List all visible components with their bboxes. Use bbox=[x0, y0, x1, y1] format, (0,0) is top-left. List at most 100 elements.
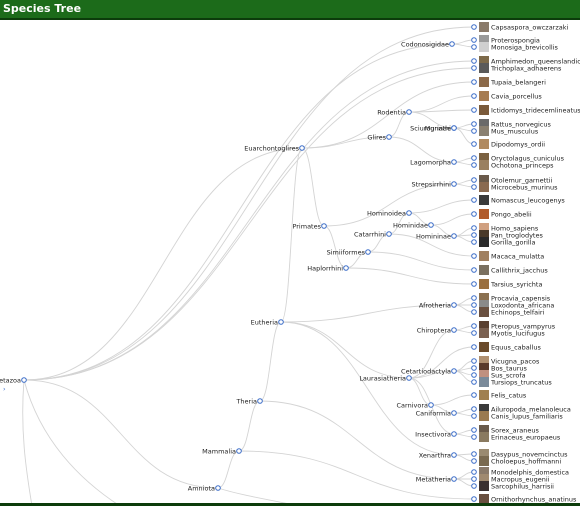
internal-node-haplorrhini[interactable]: Haplorrhini bbox=[307, 264, 349, 272]
internal-node-strepsirrhini[interactable]: Strepsirrhini bbox=[412, 180, 457, 188]
leaf-node-circle[interactable] bbox=[471, 44, 477, 50]
leaf-Trichoplax_adhaerens[interactable]: Trichoplax_adhaerens bbox=[471, 63, 562, 73]
leaf-Choloepus_hoffmanni[interactable]: Choloepus_hoffmanni bbox=[471, 456, 562, 466]
leaf-node-circle[interactable] bbox=[471, 155, 477, 161]
node-circle[interactable] bbox=[215, 485, 221, 491]
leaf-node-circle[interactable] bbox=[471, 330, 477, 336]
node-circle[interactable] bbox=[365, 249, 371, 255]
leaf-Equus_caballus[interactable]: Equus_caballus bbox=[471, 342, 542, 352]
root-expand-icon[interactable]: › bbox=[3, 385, 6, 393]
leaf-Mus_musculus[interactable]: Mus_musculus bbox=[471, 126, 539, 136]
internal-node-xenarthra[interactable]: Xenarthra bbox=[419, 451, 457, 459]
leaf-Macropus_eugenii[interactable]: Macropus_eugenii bbox=[471, 474, 550, 484]
leaf-Pan_troglodytes[interactable]: Pan_troglodytes bbox=[471, 230, 544, 240]
internal-node-homininae[interactable]: Homininae bbox=[416, 232, 457, 240]
internal-node-rodentia[interactable]: Rodentia bbox=[377, 108, 412, 116]
leaf-node-circle[interactable] bbox=[471, 121, 477, 127]
leaf-node-circle[interactable] bbox=[471, 162, 477, 168]
leaf-node-circle[interactable] bbox=[471, 323, 477, 329]
leaf-Felis_catus[interactable]: Felis_catus bbox=[471, 390, 527, 400]
node-circle[interactable] bbox=[236, 448, 242, 454]
leaf-Sus_scrofa[interactable]: Sus_scrofa bbox=[471, 370, 526, 380]
leaf-Bos_taurus[interactable]: Bos_taurus bbox=[471, 363, 528, 373]
leaf-node-circle[interactable] bbox=[471, 141, 477, 147]
leaf-node-circle[interactable] bbox=[471, 197, 477, 203]
leaf-Otolemur_garnettii[interactable]: Otolemur_garnettii bbox=[471, 175, 553, 185]
node-circle[interactable] bbox=[451, 476, 457, 482]
node-circle[interactable] bbox=[449, 41, 455, 47]
leaf-node-circle[interactable] bbox=[471, 239, 477, 245]
internal-node-murinae[interactable]: Murinae bbox=[425, 124, 457, 132]
leaf-node-circle[interactable] bbox=[471, 232, 477, 238]
node-circle[interactable] bbox=[451, 431, 457, 437]
internal-node-chiroptera[interactable]: Chiroptera bbox=[417, 326, 457, 334]
leaf-Microcebus_murinus[interactable]: Microcebus_murinus bbox=[471, 182, 558, 192]
leaf-Tupaia_belangeri[interactable]: Tupaia_belangeri bbox=[471, 77, 546, 87]
node-circle[interactable] bbox=[451, 327, 457, 333]
leaf-Pongo_abelii[interactable]: Pongo_abelii bbox=[471, 209, 532, 219]
leaf-Ochotona_princeps[interactable]: Ochotona_princeps bbox=[471, 160, 554, 170]
leaf-node-circle[interactable] bbox=[471, 458, 477, 464]
leaf-node-circle[interactable] bbox=[471, 58, 477, 64]
internal-node-simiiformes[interactable]: Simiiformes bbox=[327, 248, 371, 256]
leaf-node-circle[interactable] bbox=[471, 476, 477, 482]
leaf-Sarcophilus_harrisii[interactable]: Sarcophilus_harrisii bbox=[471, 481, 554, 491]
internal-node-mammalia[interactable]: Mammalia bbox=[202, 447, 242, 455]
node-circle[interactable] bbox=[299, 145, 305, 151]
leaf-node-circle[interactable] bbox=[471, 483, 477, 489]
internal-node-primates[interactable]: Primates bbox=[292, 222, 327, 230]
node-circle[interactable] bbox=[257, 398, 263, 404]
leaf-node-circle[interactable] bbox=[471, 37, 477, 43]
internal-node-glires[interactable]: Glires bbox=[367, 133, 392, 141]
internal-node-theria[interactable]: Theria bbox=[235, 397, 263, 405]
leaf-Echinops_telfairi[interactable]: Echinops_telfairi bbox=[471, 307, 545, 317]
node-circle[interactable] bbox=[406, 375, 412, 381]
node-circle[interactable] bbox=[451, 125, 457, 131]
internal-node-hominidae[interactable]: Hominidae bbox=[393, 221, 434, 229]
leaf-node-circle[interactable] bbox=[471, 406, 477, 412]
leaf-Procavia_capensis[interactable]: Procavia_capensis bbox=[471, 293, 551, 303]
leaf-node-circle[interactable] bbox=[471, 128, 477, 134]
leaf-node-circle[interactable] bbox=[471, 79, 477, 85]
node-circle[interactable] bbox=[451, 410, 457, 416]
internal-node-lagomorpha[interactable]: Lagomorpha bbox=[410, 158, 457, 166]
leaf-Pteropus_vampyrus[interactable]: Pteropus_vampyrus bbox=[471, 321, 556, 331]
leaf-Tarsius_syrichta[interactable]: Tarsius_syrichta bbox=[471, 279, 543, 289]
internal-node-catarrhini[interactable]: Catarrhini bbox=[354, 230, 392, 238]
leaf-node-circle[interactable] bbox=[471, 281, 477, 287]
node-circle[interactable] bbox=[428, 402, 434, 408]
internal-node-insectivora[interactable]: Insectivora bbox=[415, 430, 457, 438]
leaf-Nomascus_leucogenys[interactable]: Nomascus_leucogenys bbox=[471, 195, 566, 205]
leaf-Macaca_mulatta[interactable]: Macaca_mulatta bbox=[471, 251, 545, 261]
leaf-Monodelphis_domestica[interactable]: Monodelphis_domestica bbox=[471, 467, 569, 477]
leaf-node-circle[interactable] bbox=[471, 93, 477, 99]
leaf-node-circle[interactable] bbox=[471, 225, 477, 231]
leaf-node-circle[interactable] bbox=[471, 211, 477, 217]
leaf-node-circle[interactable] bbox=[471, 267, 477, 273]
node-circle[interactable] bbox=[451, 368, 457, 374]
leaf-Monosiga_brevicollis[interactable]: Monosiga_brevicollis bbox=[471, 42, 559, 52]
internal-node-amniota[interactable]: Amniota bbox=[188, 484, 221, 492]
internal-node-hominoidea[interactable]: Hominoidea bbox=[367, 209, 412, 217]
leaf-node-circle[interactable] bbox=[471, 372, 477, 378]
leaf-node-circle[interactable] bbox=[471, 295, 477, 301]
leaf-node-circle[interactable] bbox=[471, 184, 477, 190]
node-circle[interactable] bbox=[451, 302, 457, 308]
node-circle[interactable] bbox=[451, 181, 457, 187]
leaf-Loxodonta_africana[interactable]: Loxodonta_africana bbox=[471, 300, 555, 310]
leaf-node-circle[interactable] bbox=[471, 253, 477, 259]
node-circle[interactable] bbox=[386, 231, 392, 237]
node-circle[interactable] bbox=[451, 452, 457, 458]
leaf-Canis_lupus_familiaris[interactable]: Canis_lupus_familiaris bbox=[471, 411, 564, 421]
node-circle[interactable] bbox=[278, 319, 284, 325]
leaf-node-circle[interactable] bbox=[471, 427, 477, 433]
internal-node-euarchontoglires[interactable]: Euarchontoglires bbox=[244, 144, 305, 152]
internal-node-cetartiodactyla[interactable]: Cetartiodactyla bbox=[401, 367, 457, 375]
leaf-Proterospongia[interactable]: Proterospongia bbox=[471, 35, 540, 45]
leaf-node-circle[interactable] bbox=[471, 177, 477, 183]
leaf-Vicugna_pacos[interactable]: Vicugna_pacos bbox=[471, 356, 540, 366]
leaf-Myotis_lucifugus[interactable]: Myotis_lucifugus bbox=[471, 328, 546, 338]
leaf-Erinaceus_europaeus[interactable]: Erinaceus_europaeus bbox=[471, 432, 561, 442]
leaf-node-circle[interactable] bbox=[471, 392, 477, 398]
leaf-node-circle[interactable] bbox=[471, 496, 477, 502]
